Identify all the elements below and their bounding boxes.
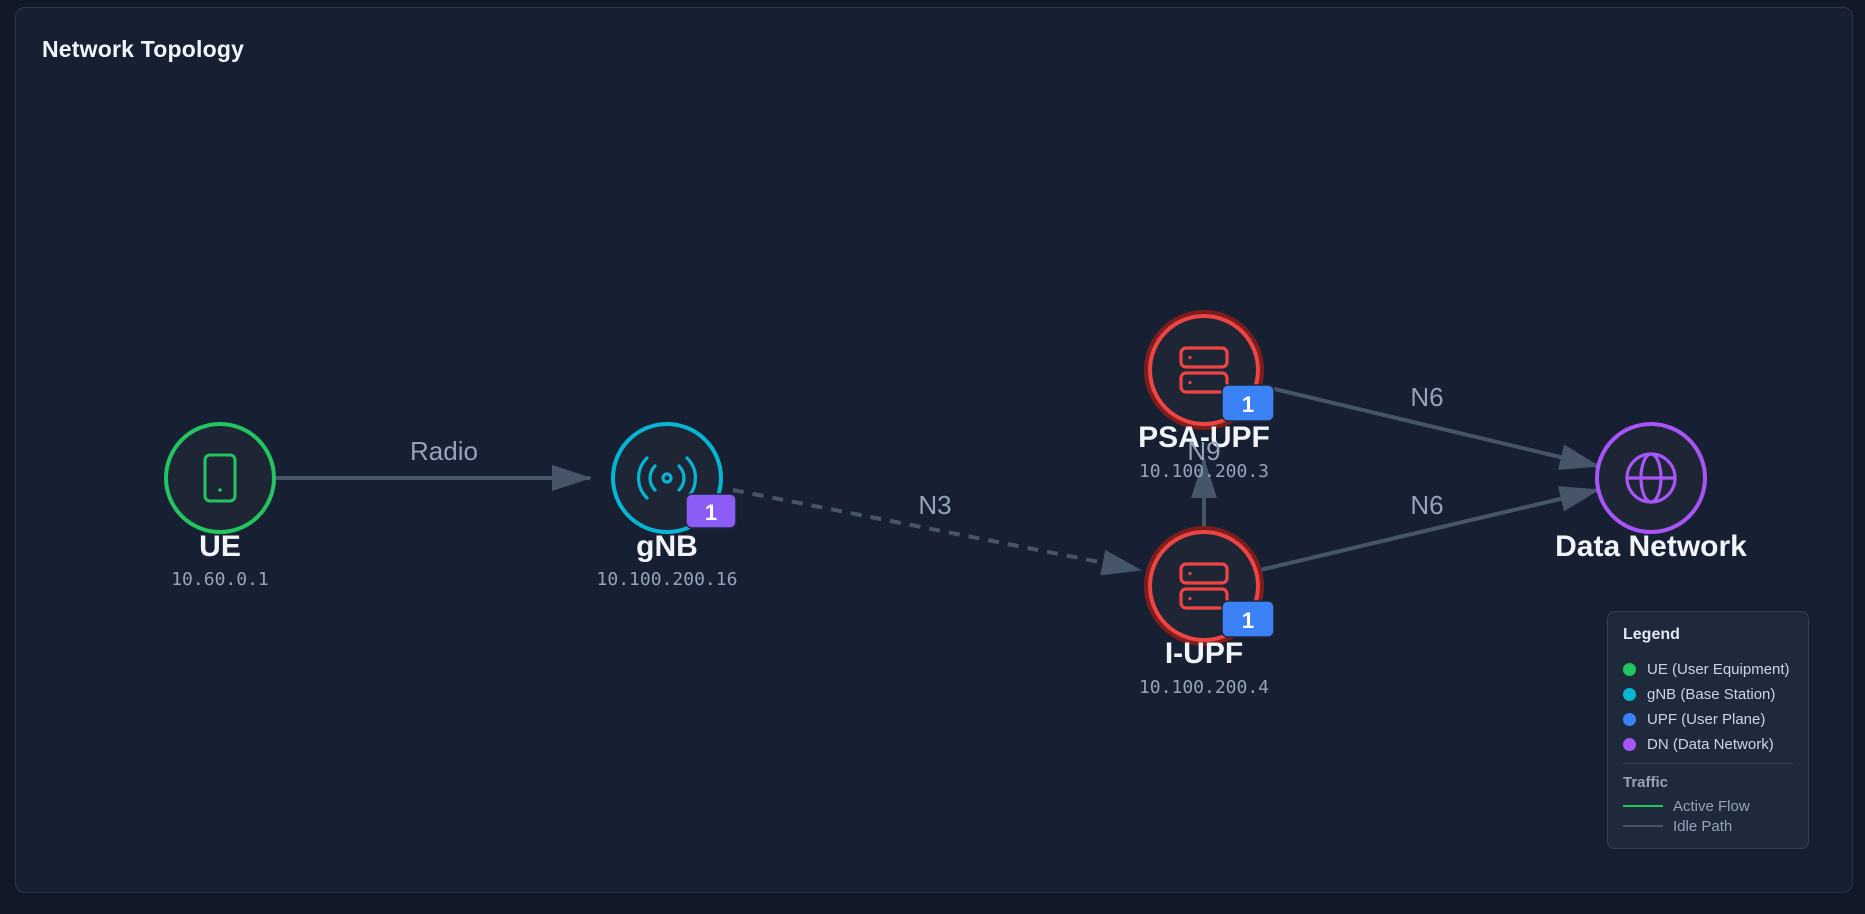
node-gnb[interactable]: 1 gNB 10.100.200.16 (597, 422, 738, 590)
legend-traffic-active: Active Flow (1623, 796, 1793, 816)
legend-item-upf: UPF (User Plane) (1623, 707, 1793, 732)
svg-text:1: 1 (1242, 608, 1254, 633)
node-name-i-upf: I-UPF (1165, 637, 1243, 670)
legend-item-gnb: gNB (Base Station) (1623, 682, 1793, 707)
legend-panel: Legend UE (User Equipment) gNB (Base Sta… (1607, 611, 1809, 849)
idle-path-line (1623, 825, 1663, 827)
gnb-count-badge: 1 (685, 493, 737, 529)
legend-label: DN (Data Network) (1647, 736, 1774, 753)
edge-n6-psa: N6 (1261, 382, 1600, 470)
node-ip-ue: 10.60.0.1 (171, 569, 269, 590)
node-ip-psa-upf: 10.100.200.3 (1139, 461, 1269, 482)
node-data-network[interactable]: Data Network (1555, 422, 1747, 563)
node-ip-gnb: 10.100.200.16 (597, 569, 738, 590)
edge-label-radio: Radio (410, 436, 478, 466)
active-flow-line (1623, 805, 1663, 807)
node-name-data-network: Data Network (1555, 530, 1747, 563)
topology-panel: Network Topology (15, 7, 1853, 893)
psa-upf-count-badge: 1 (1221, 384, 1275, 422)
edge-label-n3: N3 (918, 490, 951, 520)
edge-label-n6-psa: N6 (1410, 382, 1443, 412)
node-ip-i-upf: 10.100.200.4 (1139, 677, 1269, 698)
globe-icon (1625, 452, 1677, 504)
panel-title: Network Topology (42, 36, 245, 62)
node-name-ue: UE (199, 530, 241, 563)
legend-label: Active Flow (1673, 797, 1750, 815)
legend-title: Legend (1623, 626, 1680, 643)
server-icon (1179, 562, 1229, 610)
node-ue[interactable]: UE 10.60.0.1 (164, 422, 276, 590)
edge-label-n6-iupf: N6 (1410, 490, 1443, 520)
legend-label: Idle Path (1673, 817, 1733, 835)
legend-traffic-title: Traffic (1623, 774, 1669, 791)
legend-dot-dn (1623, 738, 1636, 751)
legend-dot-gnb (1623, 688, 1636, 701)
legend-label: gNB (Base Station) (1647, 686, 1776, 703)
legend-dot-upf (1623, 713, 1636, 726)
i-upf-count-badge: 1 (1221, 600, 1275, 638)
svg-text:1: 1 (705, 500, 717, 525)
legend-item-dn: DN (Data Network) (1623, 732, 1793, 757)
node-name-gnb: gNB (636, 530, 698, 563)
legend-label: UE (User Equipment) (1647, 661, 1790, 678)
legend-traffic-idle: Idle Path (1623, 816, 1793, 836)
smartphone-icon (203, 453, 237, 503)
node-i-upf[interactable]: 1 I-UPF 10.100.200.4 (1139, 526, 1275, 698)
node-name-psa-upf: PSA-UPF (1138, 421, 1270, 454)
legend-label: UPF (User Plane) (1647, 711, 1766, 728)
legend-dot-ue (1623, 663, 1636, 676)
node-psa-upf[interactable]: 1 PSA-UPF N9 10.100.200.3 (1138, 310, 1275, 482)
legend-item-ue: UE (User Equipment) (1623, 657, 1793, 682)
edge-n3: N3 (732, 488, 1142, 576)
legend-divider (1623, 763, 1793, 764)
edge-label-n9: N9 (1187, 436, 1220, 466)
server-icon (1179, 346, 1229, 394)
edge-n6-iupf: N6 (1259, 486, 1600, 572)
svg-text:1: 1 (1242, 392, 1254, 417)
edge-radio: Radio (274, 436, 592, 491)
